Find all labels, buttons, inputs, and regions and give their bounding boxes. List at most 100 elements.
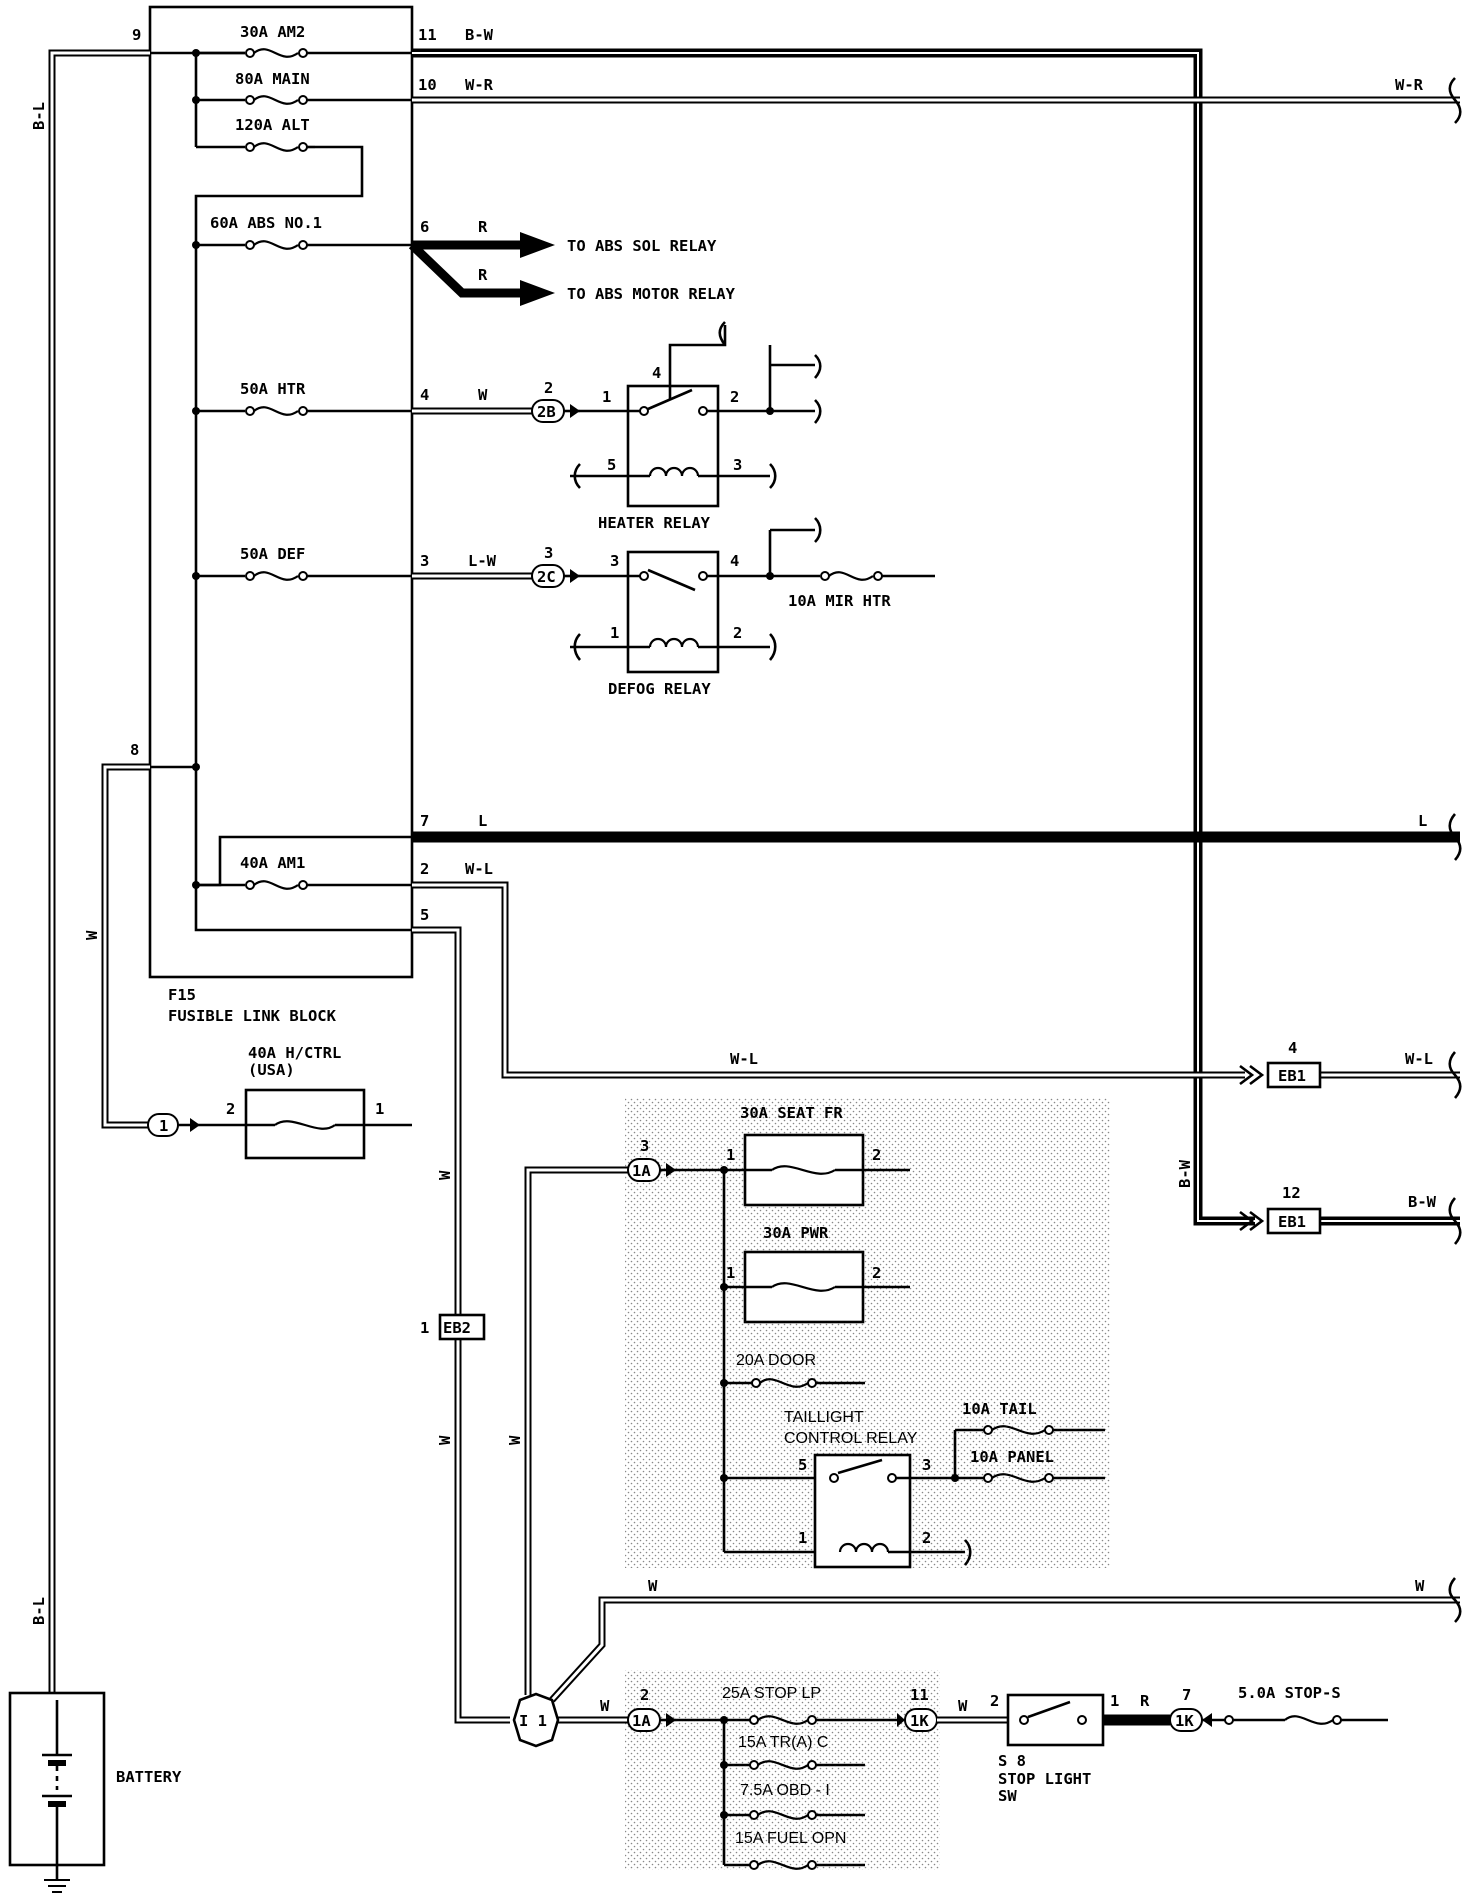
wire-label-w-stopsw: W [958, 1697, 968, 1715]
wire-label-w-pin5-b: W [436, 1435, 454, 1445]
wire-break-def-4 [814, 517, 822, 543]
connector-2b-label: 2B [537, 403, 556, 421]
wire-label-w-i1-right: W [648, 1577, 658, 1595]
fuse-pwr-pin-2: 2 [872, 1264, 881, 1282]
connector-eb1-4-label: EB1 [1278, 1067, 1306, 1085]
wire-label-w-l-right: W-L [1405, 1050, 1433, 1068]
pin-8: 8 [130, 741, 139, 759]
wire-break-htr-2b [813, 399, 822, 424]
taillight-relay [813, 1428, 984, 1569]
connector-1a-upper [627, 1158, 676, 1182]
fuse-seat-fr-label: 30A SEAT FR [740, 1104, 843, 1122]
stop-sw-label-2: SW [998, 1787, 1017, 1805]
connector-1-hctrl [147, 1113, 200, 1137]
taillight-relay-label-1: TAILLIGHT [784, 1409, 864, 1426]
wire-break-b-w [1448, 1197, 1462, 1245]
wire-label-b-w-vertical: B-W [1176, 1159, 1194, 1188]
connector-2c-pin: 3 [544, 544, 553, 562]
hctrl-label: 40A H/CTRL [248, 1044, 341, 1062]
fuse-obd [749, 1810, 865, 1820]
heater-relay-pin-4: 4 [652, 364, 661, 382]
wire-break-htr-4 [718, 321, 727, 346]
connector-eb1-12-label: EB1 [1278, 1213, 1306, 1231]
connector-eb1-12 [1266, 1207, 1322, 1235]
heater-relay-pin-2: 2 [730, 388, 739, 406]
wire-w-from-i1 [524, 1166, 1460, 1724]
junction-block-region-lower [625, 1670, 940, 1870]
defog-relay-pin-3: 3 [610, 552, 619, 570]
wire-label-w-l-top: W-L [465, 860, 493, 878]
fuse-htr [192, 406, 412, 416]
arrow-eb1-12 [1239, 1210, 1255, 1232]
heater-relay [570, 325, 815, 508]
wire-break-htr-3 [769, 463, 777, 489]
taillight-relay-label-2: CONTROL RELAY [784, 1430, 918, 1447]
fuse-label-alt: 120A ALT [235, 116, 310, 134]
arrow-eb1-4 [1239, 1064, 1255, 1086]
block-code: F15 [168, 986, 196, 1004]
fuse-panel-label: 10A PANEL [970, 1448, 1054, 1466]
stop-light-switch [1006, 1693, 1170, 1747]
defog-relay-label: DEFOG RELAY [608, 680, 711, 698]
fuse-hctrl [200, 1088, 412, 1160]
hctrl-pin-1: 1 [375, 1100, 384, 1118]
connector-1k-11-label: 1K [910, 1712, 929, 1730]
wire-break-htr-2a [813, 354, 822, 379]
wire-break-def-1 [573, 633, 582, 661]
fuse-label-am2: 30A AM2 [240, 23, 305, 41]
fuse-tail [983, 1425, 1105, 1435]
stop-sw-pin-2: 2 [990, 1692, 999, 1710]
fuse-label-def: 50A DEF [240, 545, 305, 563]
wire-label-w-i1-low: W [600, 1697, 610, 1715]
wire-label-l-w: L-W [468, 552, 497, 570]
taillight-relay-pin-2: 2 [922, 1529, 931, 1547]
hctrl-pin-2: 2 [226, 1100, 235, 1118]
fuse-def [192, 571, 412, 581]
wire-b-l [48, 49, 150, 1700]
taillight-relay-pin-3: 3 [922, 1456, 931, 1474]
fuse-tr-a-c [749, 1760, 865, 1770]
junction-i1 [512, 1692, 560, 1748]
fuse-label-am1: 40A AM1 [240, 854, 305, 872]
wire-w-hctrl [101, 763, 150, 1129]
pin-4: 4 [420, 386, 429, 404]
fuse-stop-s-label: 5.0A STOP-S [1238, 1684, 1341, 1702]
fuse-seat-fr [743, 1133, 910, 1207]
fuse-tr-a-c-label: 15A TR(A) C [738, 1734, 828, 1751]
wire-break-taillight-2 [963, 1539, 972, 1566]
pin-7: 7 [420, 812, 429, 830]
fuse-pwr [743, 1250, 910, 1324]
pin-9: 9 [132, 26, 141, 44]
wire-label-w-r-right: W-R [1395, 76, 1424, 94]
wire-label-w-l-mid: W-L [730, 1050, 758, 1068]
connector-eb2 [438, 1313, 486, 1341]
connector-1a-upper-pin: 3 [640, 1137, 649, 1155]
fusible-link-block [148, 5, 414, 979]
connector-2b [531, 399, 580, 423]
stop-sw-code: S 8 [998, 1752, 1026, 1770]
fuse-main [192, 95, 412, 105]
wire-label-l-left: L [478, 812, 487, 830]
abs-arrows [408, 232, 555, 306]
connector-1a-lower-label: 1A [632, 1712, 651, 1730]
heater-relay-pin-3: 3 [733, 456, 742, 474]
wire-label-b-l-top: B-L [30, 102, 48, 130]
wire-w-l [412, 881, 1460, 1079]
fuse-abs [192, 240, 412, 250]
connector-eb1-12-pin: 12 [1282, 1184, 1301, 1202]
connector-1-hctrl-label: 1 [159, 1117, 168, 1135]
taillight-relay-pin-5: 5 [798, 1456, 807, 1474]
wire-label-r-abs2: R [478, 266, 488, 284]
connector-eb2-label: EB2 [443, 1319, 471, 1337]
arrow-eb1-4b [1249, 1064, 1265, 1086]
pin-10: 10 [418, 76, 437, 94]
wire-label-b-l-bottom: B-L [30, 1597, 48, 1625]
connector-2b-pin: 2 [544, 379, 553, 397]
connector-eb1-4-pin: 4 [1288, 1039, 1297, 1057]
fuse-obd-label: 7.5A OBD - I [740, 1782, 830, 1799]
wire-label-w-i1-up: W [506, 1435, 524, 1445]
wire-break-w-r [1448, 77, 1462, 124]
fuse-stop-lp-label: 25A STOP LP [722, 1685, 821, 1702]
fuse-stop-s [1224, 1715, 1388, 1725]
